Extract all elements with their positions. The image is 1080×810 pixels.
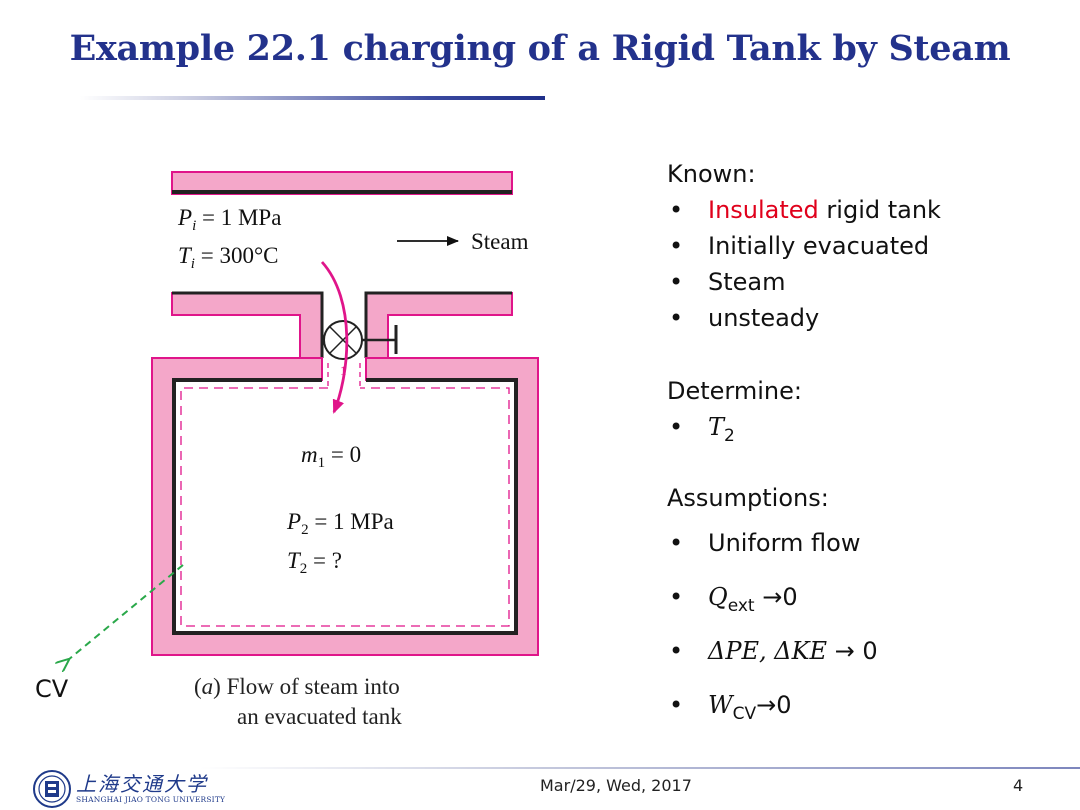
university-logo-icon <box>33 770 71 808</box>
flow-path-arrow <box>320 261 349 414</box>
assumption-item: ΔPE, ΔKE → 0 <box>667 624 878 678</box>
known-section: Known: Insulated rigid tank Initially ev… <box>667 156 941 336</box>
known-item: unsteady <box>667 300 941 336</box>
final-pressure-label: P2 = 1 MPa <box>286 509 394 538</box>
slide-title: Example 22.1 charging of a Rigid Tank by… <box>69 28 1011 69</box>
tank-diagram: Pi = 1 MPa Ti = 300°C Steam 1 m1 = 0 P2 … <box>0 171 539 729</box>
assumption-item: Qext →0 <box>667 570 878 624</box>
final-temp-label: T2 = ? <box>287 548 342 577</box>
initial-mass-label: m1 = 0 <box>301 442 361 471</box>
known-item: Insulated rigid tank <box>667 192 941 228</box>
section-label: 1 <box>340 363 347 378</box>
cv-pointer-arrow <box>68 564 184 660</box>
determine-heading: Determine: <box>667 377 802 405</box>
assumptions-section: Assumptions: Uniform flow Qext →0 ΔPE, Δ… <box>667 480 878 732</box>
title-underline <box>80 96 545 100</box>
known-heading: Known: <box>667 160 756 188</box>
known-item: Initially evacuated <box>667 228 941 264</box>
supply-line-bottom-wall-right <box>365 292 513 359</box>
control-volume-boundary <box>180 387 510 627</box>
figure-caption-line2: an evacuated tank <box>237 704 402 729</box>
footer-date: Mar/29, Wed, 2017 <box>540 776 692 795</box>
assumption-item: WCV→0 <box>667 678 878 732</box>
determine-section: Determine: T2 <box>667 373 802 454</box>
inlet-pressure-label: Pi = 1 MPa <box>177 205 281 234</box>
cv-label: CV <box>35 675 69 703</box>
inlet-temp-label: Ti = 300°C <box>178 243 278 272</box>
page-number: 4 <box>1013 776 1024 795</box>
determine-item: T2 <box>667 409 802 454</box>
assumption-item: Uniform flow <box>667 516 878 570</box>
known-item: Steam <box>667 264 941 300</box>
university-name-cn: 上海交通大学 <box>76 772 208 796</box>
steam-label: Steam <box>471 229 529 254</box>
footer-rule <box>200 767 1080 769</box>
university-name-en: SHANGHAI JIAO TONG UNIVERSITY <box>76 795 226 804</box>
supply-line-bottom-wall-left <box>171 292 323 359</box>
figure-caption-line1: (a) Flow of steam into <box>194 674 400 699</box>
assumptions-heading: Assumptions: <box>667 484 829 512</box>
tank-wall <box>151 357 539 656</box>
